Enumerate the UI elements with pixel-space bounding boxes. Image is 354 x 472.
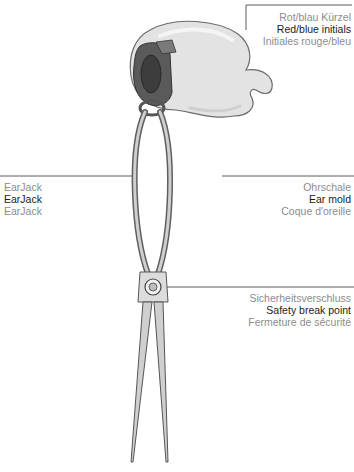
part-label-fr: Fermeture de sécurité [248,316,351,328]
part-label-fr: Coque d'oreille [281,205,351,217]
cord-loop [135,112,170,274]
ear-mold [130,21,272,117]
part-label-de: Sicherheitsverschluss [249,292,351,304]
part-label-fr: Initiales rouge/bleu [263,35,351,47]
part-label-de: Rot/blau Kürzel [279,11,351,23]
part-label-en: Red/blue initials [277,23,351,35]
leader-lines [0,5,354,287]
earjack [134,40,176,115]
leader-line [222,176,354,177]
safety-break-point [138,272,168,302]
leader-line [166,287,354,288]
cord-ends [131,302,168,462]
part-label-en: EarJack [4,193,42,205]
part-label-de: EarJack [4,181,42,193]
part-label-en: Safety break point [266,304,351,316]
leader-line [0,176,136,177]
part-label-en: Ear mold [309,193,351,205]
part-label-fr: EarJack [4,205,42,217]
part-label-de: Ohrschale [303,181,351,193]
